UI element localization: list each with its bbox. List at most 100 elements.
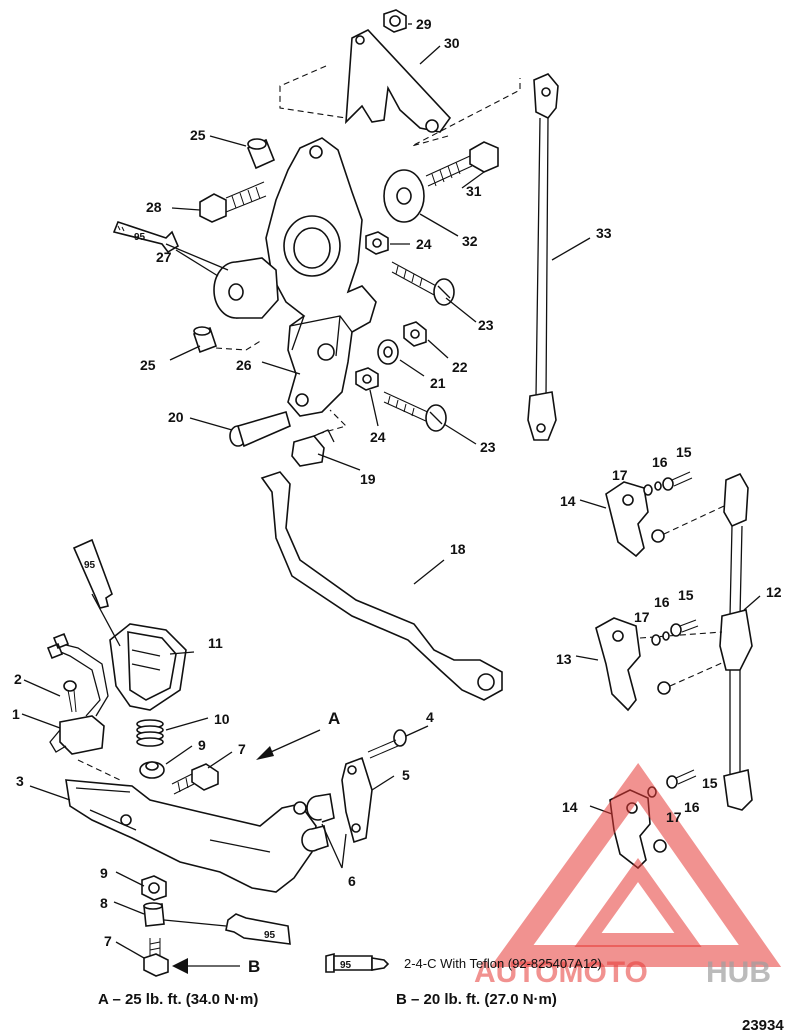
label-23-lower: 23 (480, 439, 496, 455)
part-29-nut (383, 9, 407, 33)
label-95-upper: 95 (134, 232, 146, 243)
legend-torque-b: B – 20 lb. ft. (27.0 N·m) (396, 991, 557, 1008)
label-14-upper: 14 (560, 493, 576, 509)
part-25-spacer-lower (192, 326, 218, 354)
hardware-15-16-17-middle (651, 619, 699, 646)
dashed-guide-14-upper (663, 505, 725, 535)
label-24-lower: 24 (370, 429, 386, 445)
legend-sealant-tube (325, 952, 390, 973)
part-21-washer (377, 339, 399, 365)
part-22-nut (403, 321, 427, 347)
label-7-upper: 7 (238, 741, 246, 757)
legend-torque-a: A – 25 lb. ft. (34.0 N·m) (98, 991, 258, 1008)
part-10-spring (136, 719, 164, 747)
torque-arrow-b (172, 958, 240, 974)
part-31-bolt (425, 141, 499, 187)
part-27-bushing (213, 257, 279, 319)
part-24-nut-lower (355, 367, 379, 391)
label-33: 33 (596, 225, 612, 241)
label-31: 31 (466, 183, 482, 199)
part-19-clip (291, 429, 335, 467)
part-8-bushing (143, 902, 165, 927)
part-12-link-rod (719, 472, 753, 811)
sealant-tube-95-left (72, 538, 113, 609)
dashed-guide-30 (279, 65, 521, 147)
label-6: 6 (348, 873, 356, 889)
label-24-upper: 24 (416, 236, 432, 252)
leader-lines (21, 23, 761, 959)
label-torque-a: A (328, 709, 340, 728)
label-17-middle: 17 (634, 609, 650, 625)
part-4-screw (367, 729, 407, 759)
legend-sealant-text: 2-4-C With Teflon (92-825407A12) (404, 956, 602, 971)
label-9-lower: 9 (100, 865, 108, 881)
label-22: 22 (452, 359, 468, 375)
sealant-tube-95-upper (112, 221, 180, 254)
label-27: 27 (156, 249, 172, 265)
label-12: 12 (766, 584, 782, 600)
label-30: 30 (444, 35, 460, 51)
part-28-bolt (199, 181, 267, 223)
label-23-upper: 23 (478, 317, 494, 333)
part-7-bolt-lower (143, 938, 169, 977)
dashed-guide-19 (317, 409, 348, 435)
part-6-bushings (301, 793, 335, 852)
label-4: 4 (426, 709, 434, 725)
watermark-triangle (490, 763, 782, 967)
label-9-upper: 9 (198, 737, 206, 753)
dashed-guide-1-3 (77, 759, 121, 781)
label-3: 3 (16, 773, 24, 789)
label-20: 20 (168, 409, 184, 425)
label-11: 11 (208, 635, 223, 651)
part-32-washer (383, 169, 425, 223)
label-2: 2 (14, 671, 22, 687)
part-14-lever-upper (605, 481, 665, 558)
label-17-upper: 17 (612, 467, 628, 483)
label-21: 21 (430, 375, 446, 391)
part-26-bracket (265, 137, 377, 417)
label-25-lower: 25 (140, 357, 156, 373)
label-14-lower: 14 (562, 799, 578, 815)
label-15-upper: 15 (676, 444, 692, 460)
part-30-plate (345, 29, 452, 133)
label-18: 18 (450, 541, 466, 557)
sealant-tube-95-lower (225, 913, 291, 945)
part-33-link-rod (527, 73, 559, 441)
part-9-plug-lower (141, 875, 167, 901)
watermark-brand-gray: HUB (706, 956, 771, 989)
label-29: 29 (416, 16, 432, 32)
label-26: 26 (236, 357, 252, 373)
part-18-shift-rod (260, 471, 503, 701)
dashed-guide-25 (215, 339, 263, 351)
label-16-upper: 16 (652, 454, 668, 470)
torque-arrow-a (256, 729, 321, 760)
label-15-lower: 15 (702, 775, 718, 791)
label-19: 19 (360, 471, 376, 487)
part-2-screw (63, 680, 77, 713)
label-5: 5 (402, 767, 410, 783)
part-23-screw-lower (383, 391, 447, 432)
label-25-upper: 25 (190, 127, 206, 143)
label-1: 1 (12, 706, 20, 722)
watermark-logo: AUTOMOTO HUB (474, 763, 782, 989)
reference-number: 23934 (742, 1017, 784, 1034)
part-7-bolt-upper (171, 763, 219, 795)
label-16-middle: 16 (654, 594, 670, 610)
label-95-lower: 95 (264, 930, 276, 941)
part-9-plug-upper (139, 761, 165, 779)
label-95-left: 95 (84, 560, 96, 571)
label-17-lower: 17 (666, 809, 682, 825)
label-torque-b: B (248, 957, 260, 976)
part-1-switch (46, 632, 109, 755)
part-3-shift-lever (65, 779, 317, 893)
label-8: 8 (100, 895, 108, 911)
label-10: 10 (214, 711, 230, 727)
hardware-15-16-17-upper (643, 471, 693, 496)
watermark-brand-red: AUTOMOTO (474, 956, 648, 989)
part-5-plate (341, 756, 373, 844)
part-20-pin (229, 411, 291, 448)
part-11-cover (109, 623, 187, 711)
label-28: 28 (146, 199, 162, 215)
label-15-middle: 15 (678, 587, 694, 603)
